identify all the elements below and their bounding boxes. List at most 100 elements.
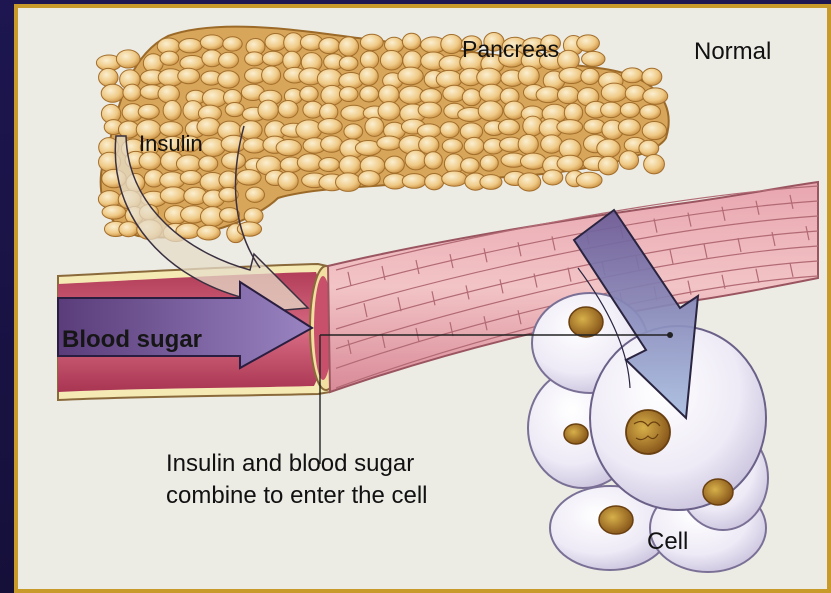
lobule: [339, 156, 361, 175]
lobule: [378, 102, 400, 121]
lobule: [246, 187, 265, 202]
lobule: [480, 175, 502, 190]
lobule: [318, 119, 342, 135]
lobule: [237, 170, 262, 185]
lobule: [518, 173, 541, 191]
lobule: [278, 172, 298, 191]
normal-label: Normal: [694, 38, 771, 66]
lobule: [377, 136, 401, 150]
caption-line-2: combine to enter the cell: [166, 480, 427, 512]
lobule: [365, 117, 384, 136]
lobule: [442, 171, 467, 186]
lobule: [643, 88, 668, 104]
lobule: [243, 138, 266, 153]
lobule: [642, 68, 662, 85]
lobule: [283, 51, 301, 70]
lobule: [644, 155, 665, 174]
lobule: [380, 51, 402, 70]
lobule: [543, 170, 563, 185]
lobule: [116, 50, 140, 68]
lobule: [619, 151, 638, 170]
lobule: [597, 139, 620, 157]
insulin-label: Insulin: [139, 131, 203, 157]
lobule: [296, 120, 322, 140]
lobule: [478, 101, 503, 121]
lobule: [405, 150, 427, 170]
lobule: [176, 155, 201, 173]
lobule: [180, 170, 201, 184]
lobule: [464, 137, 484, 154]
lobule: [339, 87, 358, 102]
lobule: [320, 103, 338, 120]
lobule: [276, 139, 301, 155]
lobule: [101, 84, 124, 102]
lobule: [557, 86, 579, 103]
lobule: [558, 50, 580, 70]
lobule: [339, 56, 358, 70]
lobule: [598, 156, 618, 175]
lobule: [158, 85, 179, 103]
lobule: [358, 171, 380, 187]
lobule: [138, 104, 159, 119]
lobule: [621, 68, 643, 83]
lobule: [424, 152, 442, 169]
lobule: [418, 102, 441, 118]
caption-line-1: Insulin and blood sugar: [166, 448, 427, 480]
lobule: [178, 68, 200, 84]
lobule: [557, 120, 583, 134]
lobule: [576, 172, 602, 188]
lobule: [199, 156, 218, 172]
lobule: [564, 103, 582, 122]
lobule: [480, 155, 498, 171]
lobule: [244, 208, 263, 224]
lobule: [640, 105, 661, 120]
lobule: [618, 119, 640, 135]
lobule: [119, 222, 138, 237]
lobule: [360, 51, 378, 69]
lobule: [620, 102, 639, 117]
lobule: [219, 52, 239, 68]
lobule: [163, 100, 181, 120]
lobule: [339, 37, 359, 56]
lobule: [581, 68, 599, 84]
lobule: [265, 33, 286, 50]
blood-sugar-label: Blood sugar: [62, 326, 202, 354]
lobule: [518, 66, 539, 86]
lobule: [559, 67, 584, 83]
lobule: [625, 85, 645, 101]
lobule: [601, 102, 622, 118]
lobule: [278, 100, 298, 117]
lobule: [498, 119, 519, 135]
lobule: [344, 124, 363, 139]
lobule: [179, 38, 202, 52]
lobule: [336, 173, 361, 192]
lobule: [462, 89, 481, 106]
lobule: [639, 140, 659, 156]
lobule: [518, 134, 538, 154]
lobule: [223, 37, 242, 51]
lobule: [582, 51, 605, 66]
lobule: [479, 84, 503, 102]
cell-label: Cell: [647, 528, 688, 556]
lobule: [577, 35, 600, 52]
lobule: [221, 135, 246, 152]
lobule: [398, 67, 423, 85]
lobule: [341, 105, 367, 121]
lobule: [557, 155, 583, 172]
lobule: [402, 174, 426, 189]
illustration-frame: Pancreas Normal Insulin Blood sugar Insu…: [14, 4, 831, 593]
lobule: [419, 136, 439, 154]
lobule: [601, 83, 627, 102]
lobule: [262, 66, 281, 84]
lobule: [222, 152, 246, 169]
lobule: [300, 86, 318, 102]
caption: Insulin and blood sugar combine to enter…: [166, 448, 427, 512]
lobule: [197, 225, 220, 240]
lobule: [160, 187, 186, 204]
lobule: [200, 35, 223, 50]
lobule: [123, 84, 141, 101]
lobule: [441, 34, 463, 53]
lobule: [477, 68, 502, 86]
lobule: [218, 71, 240, 88]
